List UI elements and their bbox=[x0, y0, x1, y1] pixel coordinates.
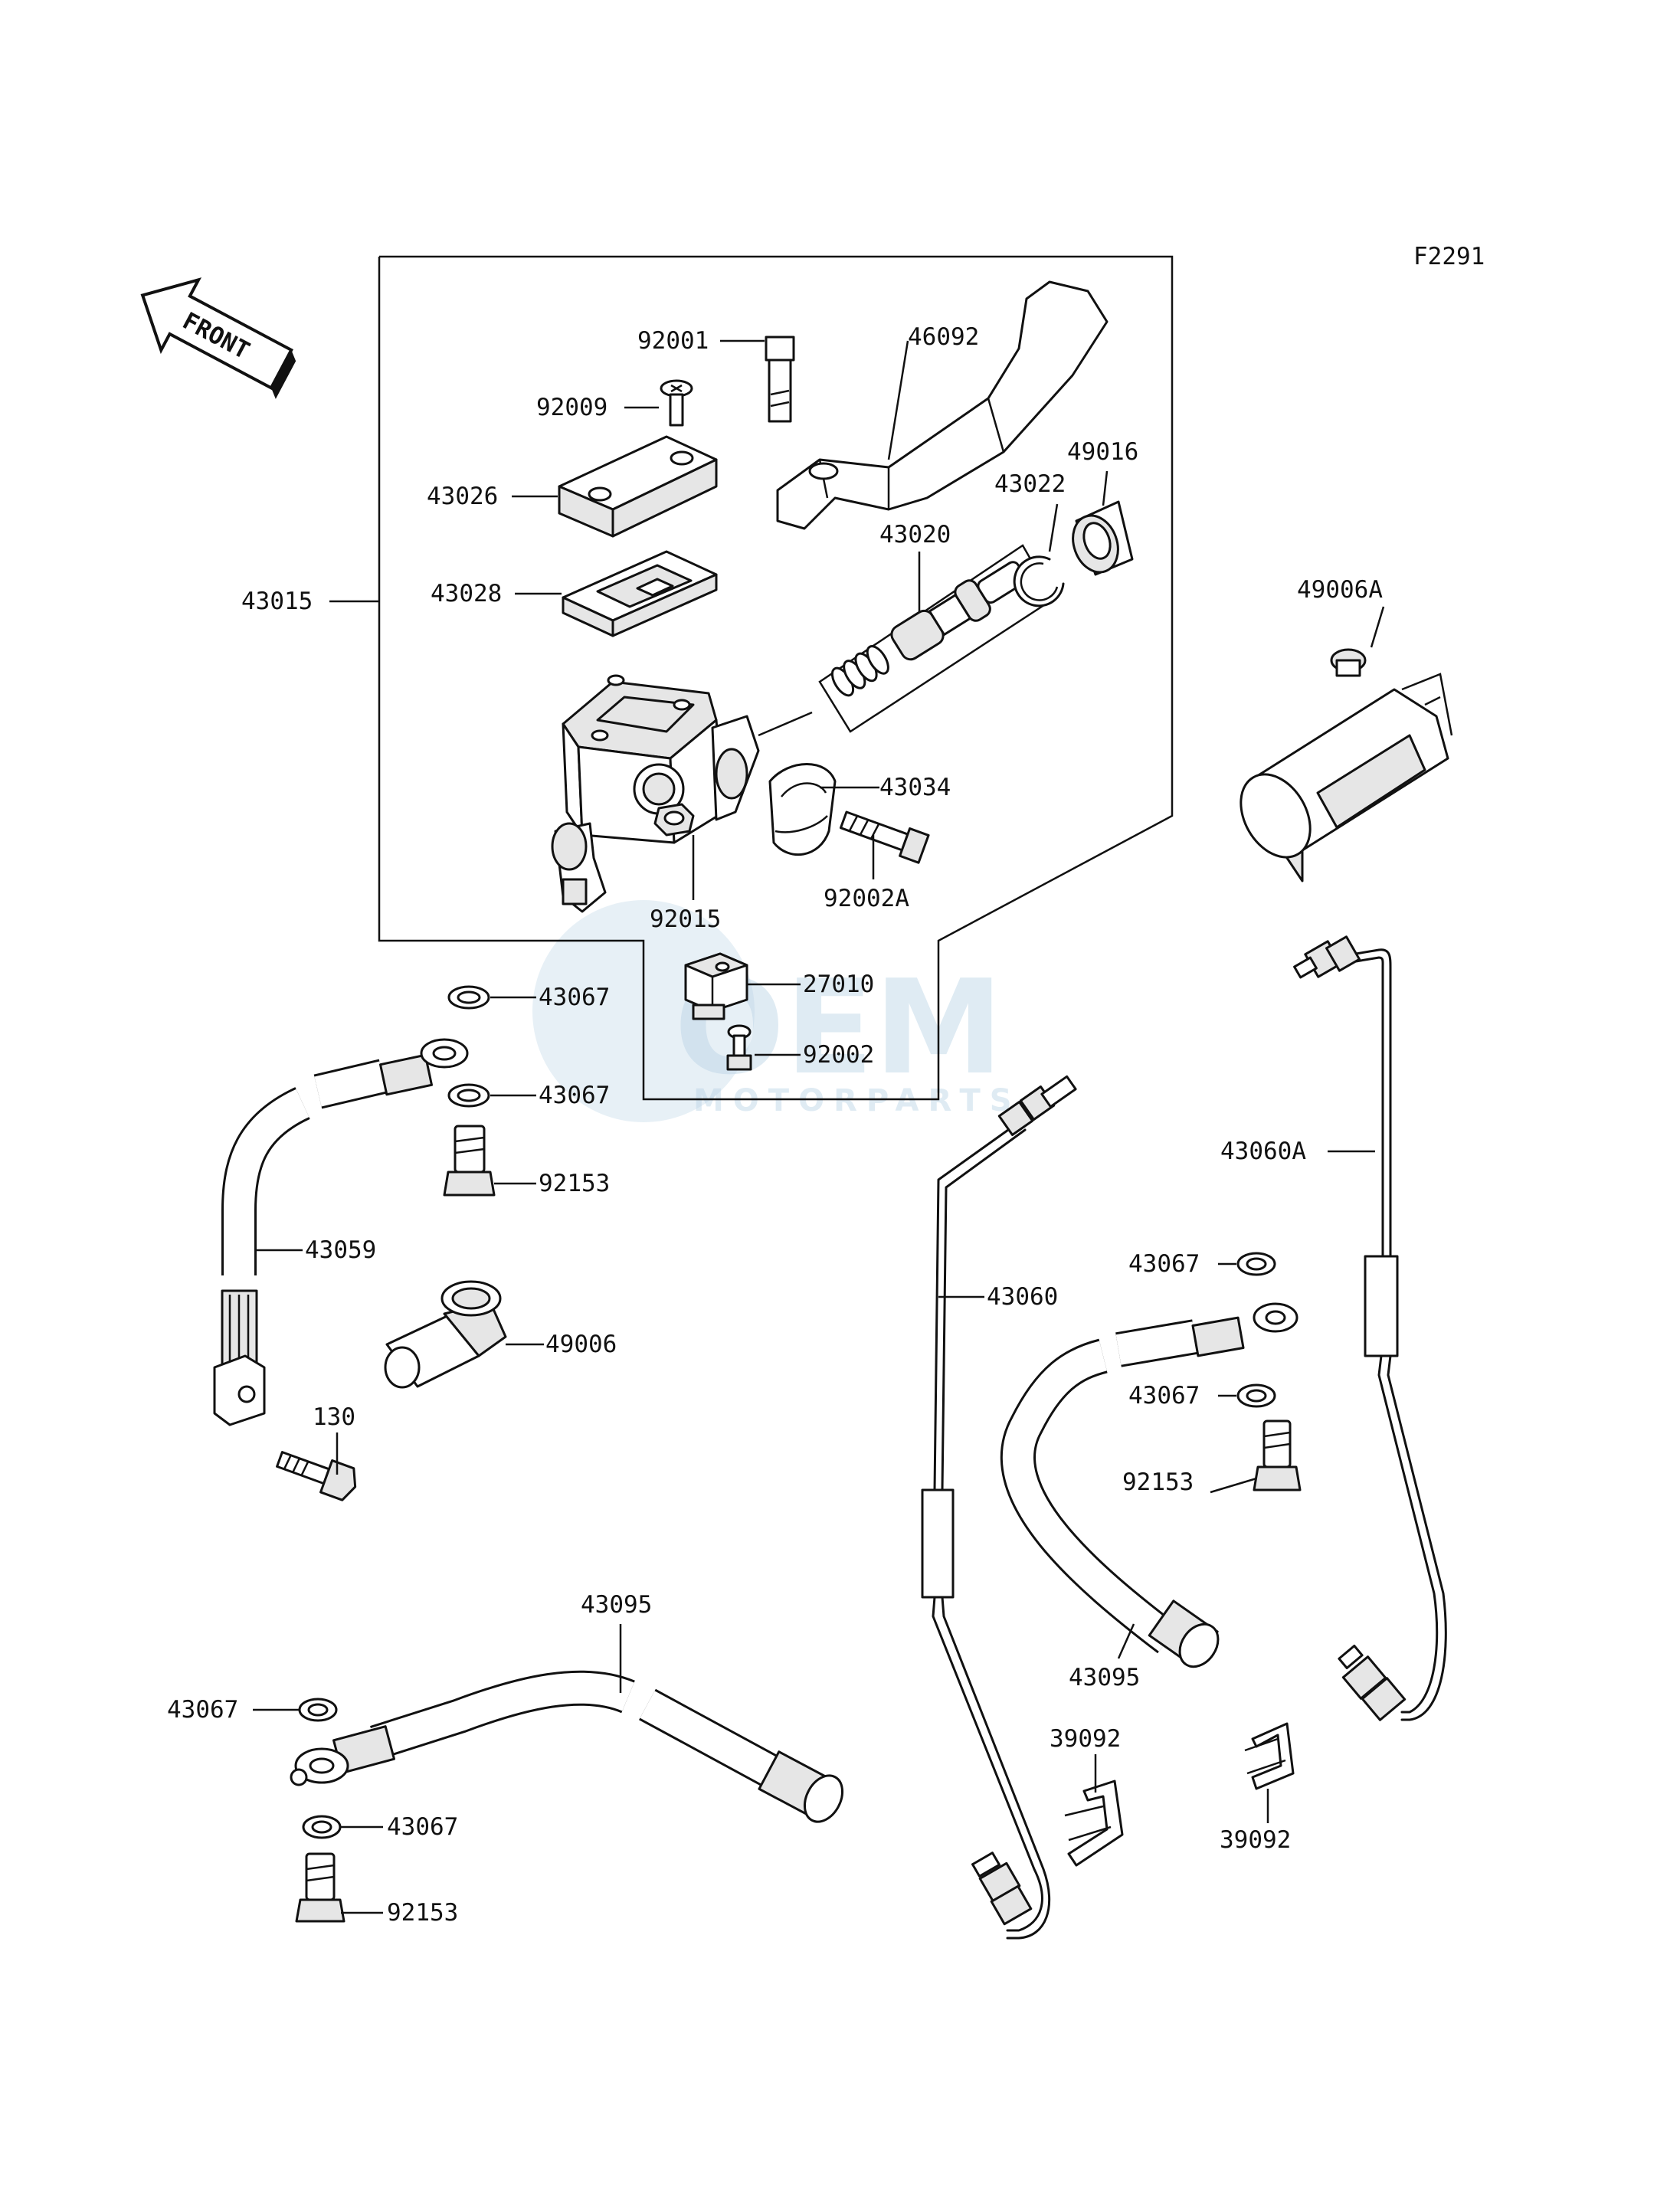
label-43067-b: 43067 bbox=[539, 1082, 610, 1109]
diaphragm-43028 bbox=[562, 550, 718, 637]
circlip-43022 bbox=[1013, 555, 1065, 607]
boot-49016 bbox=[1072, 500, 1134, 576]
label-92009: 92009 bbox=[536, 394, 607, 421]
washer-43067-d bbox=[1236, 1383, 1276, 1408]
holder-43034 bbox=[768, 763, 837, 856]
leader-49006A bbox=[1370, 606, 1385, 648]
label-43067-d: 43067 bbox=[1128, 1382, 1200, 1410]
banjo-bolt-92153-c bbox=[295, 1852, 345, 1923]
lever-46092 bbox=[776, 280, 1109, 530]
washer-43067-c bbox=[1236, 1252, 1276, 1276]
leader-43022 bbox=[1048, 503, 1059, 552]
banjo-bolt-92153-b bbox=[1253, 1419, 1302, 1491]
piston-kit-43020 bbox=[818, 544, 1055, 733]
label-43028: 43028 bbox=[431, 580, 502, 607]
label-43026: 43026 bbox=[427, 483, 498, 510]
nut-92015 bbox=[653, 803, 695, 837]
screw-92002 bbox=[726, 1024, 752, 1071]
label-92153-c: 92153 bbox=[387, 1899, 458, 1927]
screw-92009 bbox=[660, 379, 693, 427]
leader-92153-b bbox=[1210, 1477, 1257, 1494]
washer-43067-e bbox=[298, 1698, 338, 1722]
label-27010: 27010 bbox=[803, 971, 874, 998]
label-43067-e: 43067 bbox=[167, 1696, 238, 1724]
label-39092-a: 39092 bbox=[1050, 1725, 1121, 1753]
master-cylinder-body bbox=[551, 674, 760, 913]
label-92015: 92015 bbox=[650, 905, 721, 933]
label-43022: 43022 bbox=[994, 470, 1066, 498]
label-43060A: 43060A bbox=[1220, 1138, 1306, 1165]
pipe-43060 bbox=[921, 1075, 1077, 1940]
label-46092: 46092 bbox=[908, 323, 979, 351]
label-43059: 43059 bbox=[305, 1236, 376, 1264]
clamp-39092-b bbox=[1244, 1722, 1295, 1790]
watermark-sub: MOTORPARTS bbox=[693, 1083, 1021, 1118]
washer-43067-f bbox=[302, 1815, 342, 1839]
label-43060: 43060 bbox=[987, 1283, 1058, 1311]
label-43067-c: 43067 bbox=[1128, 1250, 1200, 1278]
hose-43095-a bbox=[290, 1670, 844, 1823]
bolt-92002A bbox=[839, 810, 930, 864]
banjo-bolt-92153-a bbox=[443, 1125, 496, 1197]
reservoir-49006A bbox=[1240, 648, 1453, 882]
label-92001: 92001 bbox=[637, 327, 709, 355]
front-arrow-icon: FRONT bbox=[140, 277, 296, 399]
label-49016: 49016 bbox=[1067, 438, 1138, 466]
assembly-43015-box bbox=[378, 255, 1174, 1101]
label-49006: 49006 bbox=[545, 1331, 617, 1358]
label-130: 130 bbox=[313, 1403, 355, 1431]
boot-49006 bbox=[384, 1280, 507, 1389]
label-43034: 43034 bbox=[879, 774, 951, 801]
label-92002: 92002 bbox=[803, 1041, 874, 1069]
cap-43026 bbox=[558, 435, 718, 538]
washer-43067-b bbox=[447, 1083, 490, 1108]
bolt-92001 bbox=[765, 336, 795, 423]
label-43020: 43020 bbox=[879, 521, 951, 548]
clamp-39092-a bbox=[1064, 1780, 1124, 1867]
washer-43067-a bbox=[447, 985, 490, 1010]
label-43015: 43015 bbox=[241, 588, 313, 615]
switch-27010 bbox=[684, 952, 748, 1020]
label-43095-b: 43095 bbox=[1069, 1664, 1140, 1691]
leader-cylinder bbox=[758, 711, 813, 737]
label-43095-a: 43095 bbox=[581, 1591, 652, 1619]
label-39092-b: 39092 bbox=[1220, 1826, 1291, 1854]
leader-46092 bbox=[887, 340, 909, 460]
figure-code: F2291 bbox=[1413, 243, 1485, 270]
pipe-43060A bbox=[1293, 935, 1447, 1721]
label-92153-a: 92153 bbox=[539, 1170, 610, 1197]
label-43067-f: 43067 bbox=[387, 1813, 458, 1841]
label-43067-a: 43067 bbox=[539, 984, 610, 1011]
leader-49016 bbox=[1102, 470, 1109, 506]
leader-43095-b bbox=[1117, 1623, 1135, 1659]
hose-43059 bbox=[213, 1038, 469, 1426]
bolt-130 bbox=[276, 1451, 357, 1501]
label-92153-b: 92153 bbox=[1122, 1468, 1194, 1496]
label-49006A: 49006A bbox=[1297, 576, 1383, 604]
watermark: OEM MOTORPARTS bbox=[532, 900, 1021, 1122]
hose-43095-b bbox=[1000, 1302, 1298, 1668]
label-92002A: 92002A bbox=[824, 885, 909, 912]
